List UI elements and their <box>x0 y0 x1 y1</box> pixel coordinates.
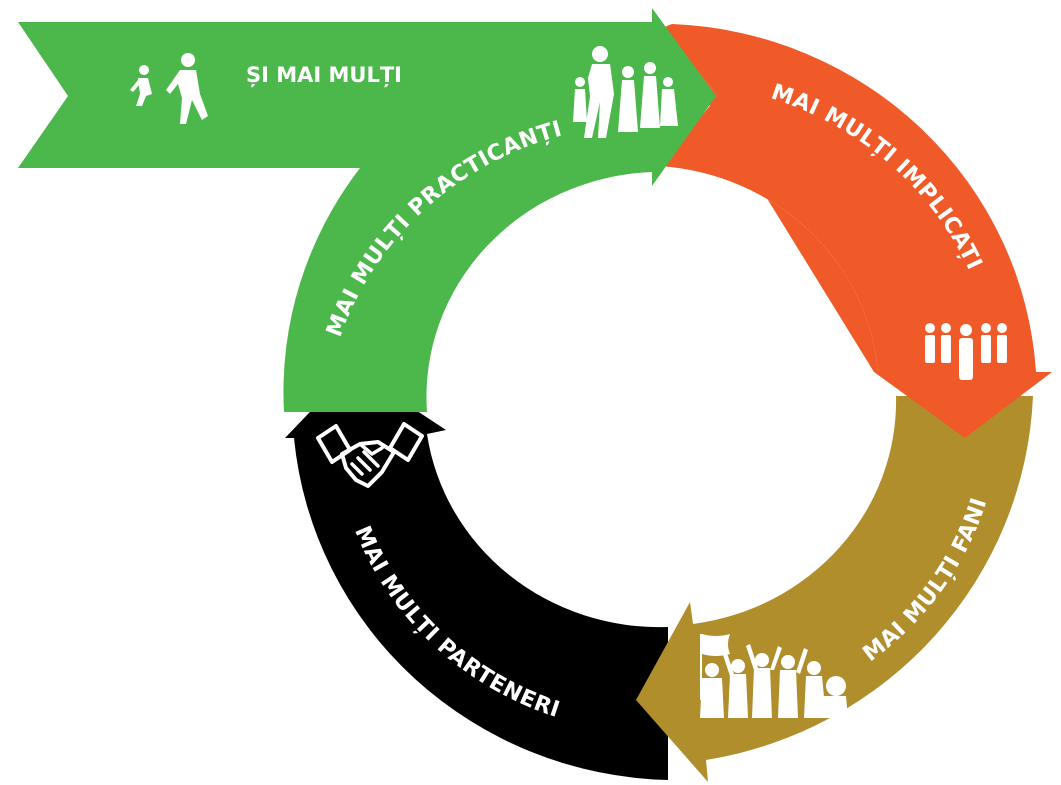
handshake-icon <box>316 422 424 488</box>
runners-icon <box>130 53 208 124</box>
cheering-fans-icon <box>700 634 848 718</box>
segment-implicati-body <box>660 24 1036 372</box>
segment-implicati: MAI MULȚI IMPLICAȚI <box>660 24 1052 438</box>
green-banner-arrow <box>18 8 716 412</box>
segment-implicati-arrow <box>660 28 1052 438</box>
segment-fani: MAI MULȚI FANI <box>636 396 1033 782</box>
banner-label: ȘI MAI MULȚI <box>246 63 402 88</box>
segment-parteneri: MAI MULȚI PARTENERI <box>285 368 668 780</box>
segment-fani-arrow <box>636 396 1033 782</box>
segment-practicanti: ȘI MAI MULȚI MAI MULȚI PRACTICANȚI <box>18 8 716 412</box>
people-group-icon <box>925 323 1007 380</box>
running-crowd-icon <box>573 46 678 138</box>
segment-parteneri-arrow <box>285 368 668 780</box>
